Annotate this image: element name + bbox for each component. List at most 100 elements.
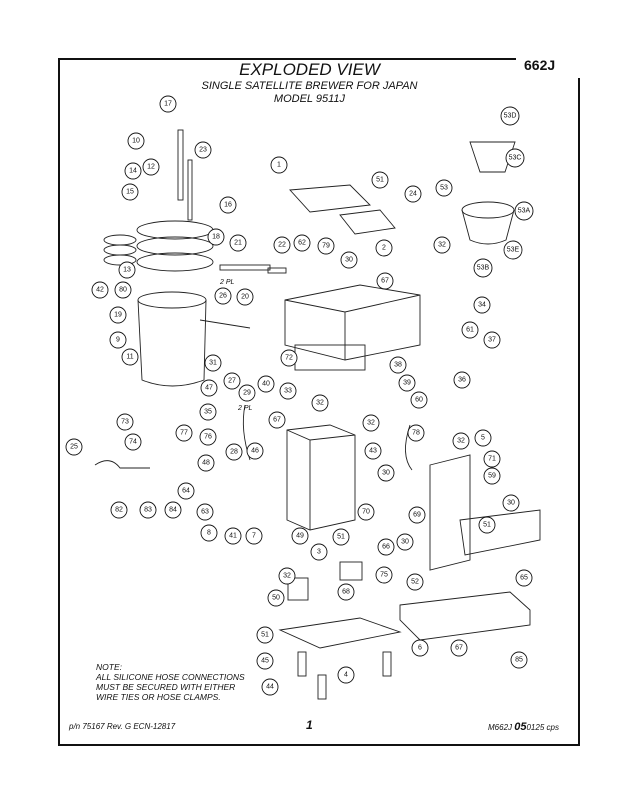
callout-circle bbox=[310, 543, 328, 561]
tank-top bbox=[137, 291, 207, 309]
callout-bubble: 21 bbox=[229, 234, 247, 252]
callout-circle bbox=[483, 467, 501, 485]
callout-bubble: 80 bbox=[114, 281, 132, 299]
callout-circle bbox=[109, 306, 127, 324]
callout-bubble: 19 bbox=[109, 306, 127, 324]
callout-bubble: 6 bbox=[411, 639, 429, 657]
callout-circle bbox=[514, 201, 534, 221]
callout-circle bbox=[453, 371, 471, 389]
callout-circle bbox=[340, 251, 358, 269]
callout-number: 85 bbox=[515, 657, 523, 664]
callout-circle bbox=[389, 356, 407, 374]
callout-number: 53C bbox=[509, 155, 522, 162]
callout-number: 8 bbox=[207, 530, 211, 537]
callout-circle bbox=[371, 171, 389, 189]
callout-circle bbox=[236, 288, 254, 306]
callout-circle bbox=[199, 403, 217, 421]
callout-number: 53B bbox=[477, 265, 490, 272]
callout-circle bbox=[261, 678, 279, 696]
callout-circle bbox=[450, 639, 468, 657]
callout-circle bbox=[121, 183, 139, 201]
page-subtitle: SINGLE SATELLITE BREWER FOR JAPAN bbox=[201, 80, 418, 92]
callout-bubble: 29 bbox=[238, 384, 256, 402]
callout-circle bbox=[245, 527, 263, 545]
title-rule bbox=[58, 58, 516, 60]
callout-circle bbox=[377, 464, 395, 482]
callout-number: 3 bbox=[317, 549, 321, 556]
callout-number: 51 bbox=[376, 177, 384, 184]
callout-number: 6 bbox=[418, 645, 422, 652]
callout-circle bbox=[404, 185, 422, 203]
callout-bubble: 12 bbox=[142, 158, 160, 176]
callout-number: 82 bbox=[115, 507, 123, 514]
callout-bubble: 85 bbox=[510, 651, 528, 669]
callout-bubble: 65 bbox=[515, 569, 533, 587]
callout-circle bbox=[257, 375, 275, 393]
callout-bubble: 53D bbox=[500, 106, 520, 126]
callout-bubble: 13 bbox=[118, 261, 136, 279]
callout-circle bbox=[225, 443, 243, 461]
callout-bubble: 40 bbox=[257, 375, 275, 393]
callout-bubble: 53B bbox=[473, 258, 493, 278]
callout-number: 41 bbox=[229, 533, 237, 540]
callout-bubble: 8 bbox=[200, 524, 218, 542]
callout-group: 171023121415161512453D53C5353A53E53B3221… bbox=[65, 95, 534, 696]
callout-number: 42 bbox=[96, 287, 104, 294]
callout-number: 32 bbox=[283, 573, 291, 580]
callout-number: 32 bbox=[367, 420, 375, 427]
callout-circle bbox=[332, 528, 350, 546]
page-number: 1 bbox=[306, 718, 313, 732]
callout-number: 50 bbox=[272, 595, 280, 602]
callout-bubble: 52 bbox=[406, 573, 424, 591]
callout-number: 33 bbox=[284, 388, 292, 395]
page-code: 662J bbox=[524, 57, 556, 73]
callout-bubble: 28 bbox=[225, 443, 243, 461]
callout-bubble: 67 bbox=[450, 639, 468, 657]
callout-number: 66 bbox=[382, 544, 390, 551]
quantity-label: 2 PL bbox=[237, 405, 253, 412]
callout-bubble: 68 bbox=[337, 583, 355, 601]
callout-bubble: 51 bbox=[371, 171, 389, 189]
callout-circle bbox=[502, 494, 520, 512]
callout-number: 67 bbox=[273, 417, 281, 424]
callout-circle bbox=[91, 281, 109, 299]
callout-bubble: 27 bbox=[223, 372, 241, 390]
callout-bubble: 45 bbox=[256, 652, 274, 670]
callout-circle bbox=[278, 567, 296, 585]
callout-bubble: 41 bbox=[224, 527, 242, 545]
callout-number: 35 bbox=[204, 409, 212, 416]
callout-number: 40 bbox=[262, 381, 270, 388]
callout-bubble: 76 bbox=[199, 428, 217, 446]
callout-bubble: 72 bbox=[280, 349, 298, 367]
callout-circle bbox=[197, 454, 215, 472]
callout-circle bbox=[164, 501, 182, 519]
callout-number: 75 bbox=[380, 572, 388, 579]
callout-number: 43 bbox=[369, 448, 377, 455]
callout-bubble: 11 bbox=[121, 348, 139, 366]
callout-number: 77 bbox=[180, 430, 188, 437]
callout-circle bbox=[200, 379, 218, 397]
callout-bubble: 67 bbox=[268, 411, 286, 429]
callout-bubble: 69 bbox=[408, 506, 426, 524]
callout-number: 23 bbox=[199, 147, 207, 154]
callout-number: 76 bbox=[204, 434, 212, 441]
callout-number: 20 bbox=[241, 294, 249, 301]
callout-number: 19 bbox=[114, 312, 122, 319]
callout-bubble: 22 bbox=[273, 236, 291, 254]
callout-circle bbox=[398, 374, 416, 392]
callout-circle bbox=[483, 450, 501, 468]
callout-bubble: 70 bbox=[357, 503, 375, 521]
callout-circle bbox=[238, 384, 256, 402]
callout-number: 62 bbox=[298, 240, 306, 247]
callout-bubble: 71 bbox=[483, 450, 501, 468]
callout-bubble: 20 bbox=[236, 288, 254, 306]
callout-bubble: 79 bbox=[317, 237, 335, 255]
callout-bubble: 62 bbox=[293, 234, 311, 252]
callout-circle bbox=[510, 651, 528, 669]
model-label: MODEL 9511J bbox=[273, 93, 346, 105]
callout-bubble: 50 bbox=[267, 589, 285, 607]
callout-number: 67 bbox=[381, 278, 389, 285]
callout-number: 51 bbox=[483, 522, 491, 529]
tank-body bbox=[137, 299, 207, 387]
callout-number: 7 bbox=[252, 533, 256, 540]
